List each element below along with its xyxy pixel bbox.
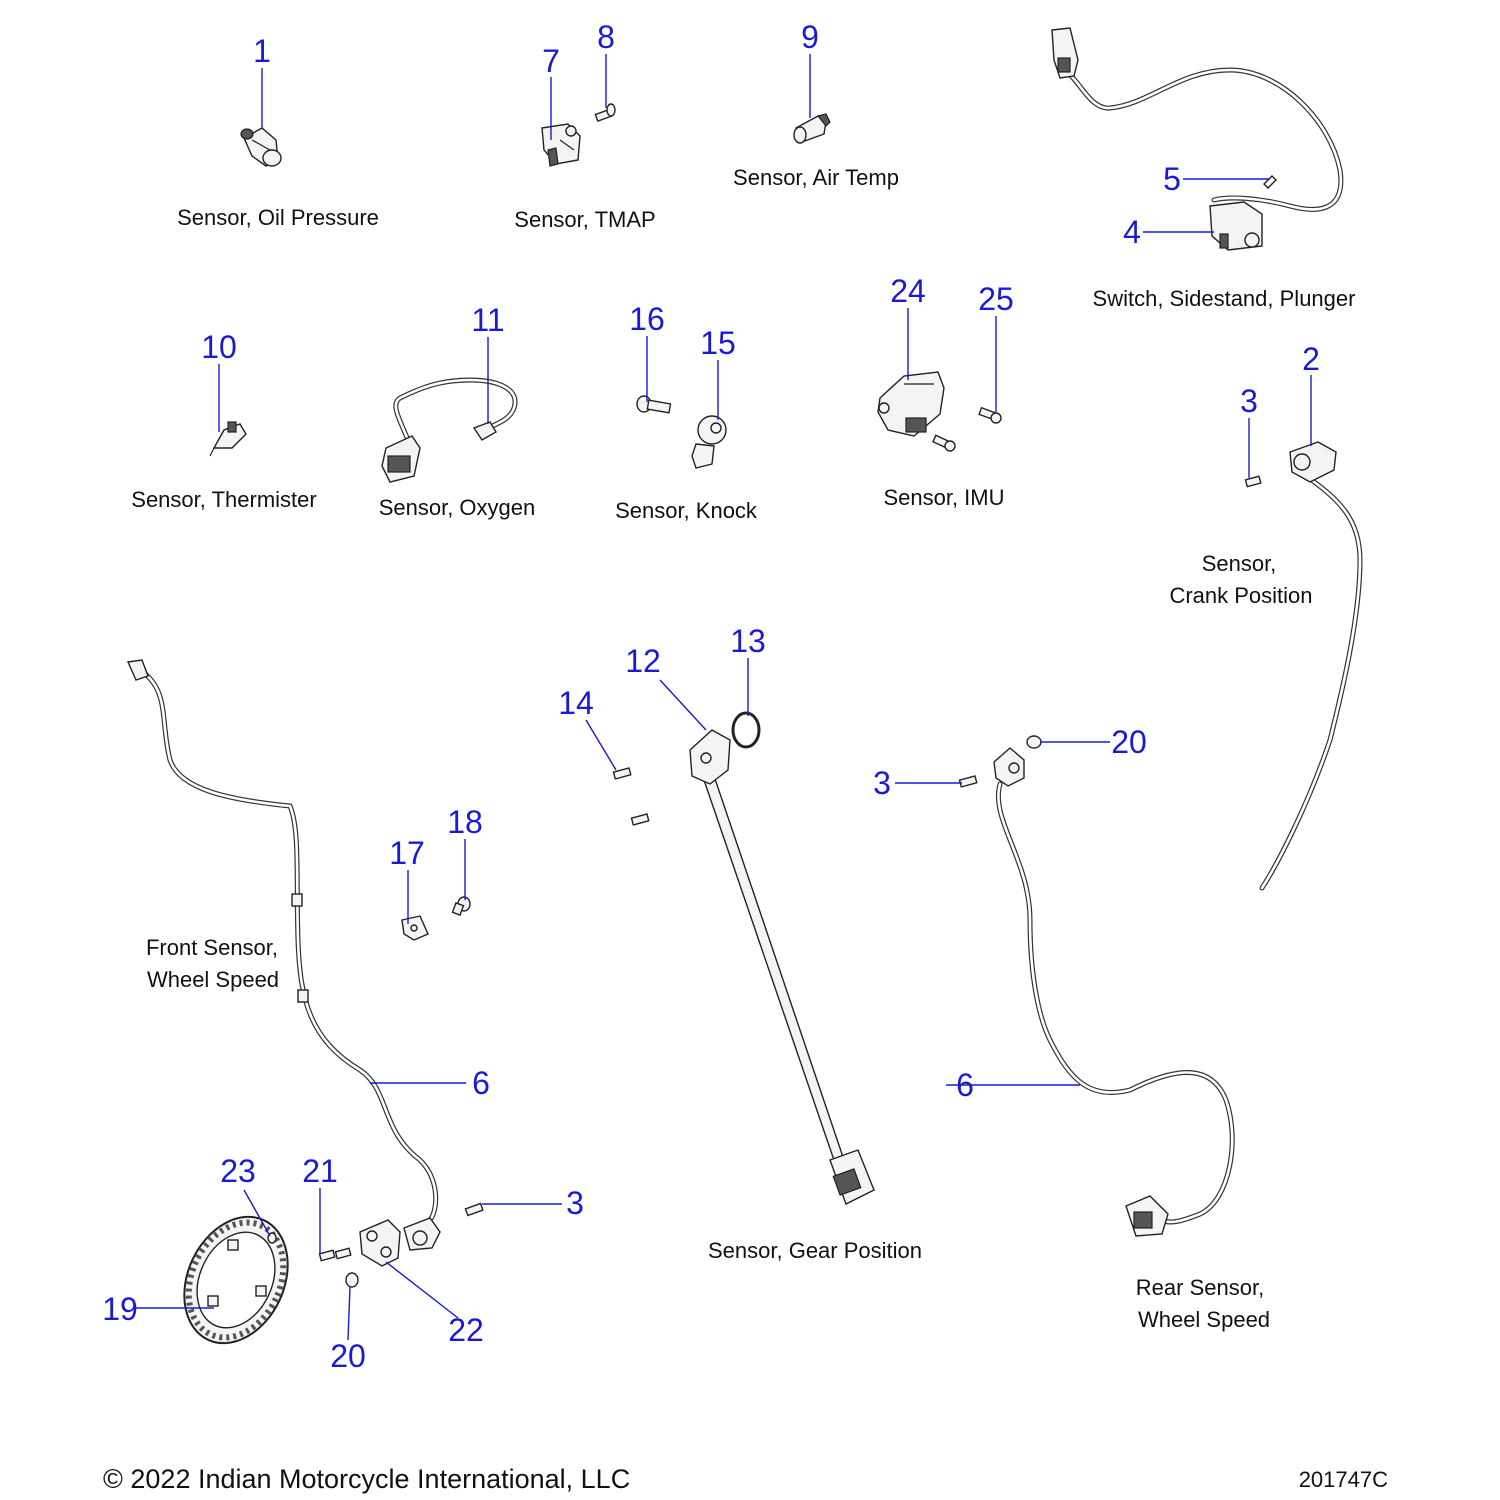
part-captions: Sensor, Oil Pressure Sensor, TMAP Sensor… [131,165,1355,1332]
front-sensor-bracket-part [359,1219,401,1267]
callout-13: 13 [730,623,766,659]
callout-24: 24 [890,273,926,309]
clip-bolt-part [451,896,471,916]
callout-6-front: 6 [472,1065,490,1101]
callout-14: 14 [558,685,594,721]
callout-18: 18 [447,804,483,840]
caption-sidestand: Switch, Sidestand, Plunger [1093,286,1356,311]
air-temp-sensor-part [793,113,831,144]
callout-2: 2 [1302,341,1320,377]
tone-ring-part [183,1215,289,1345]
sidestand-switch-part [1051,27,1344,251]
callout-12: 12 [625,643,661,679]
thermister-part [209,421,247,457]
caption-gear-position: Sensor, Gear Position [708,1238,922,1263]
callout-4: 4 [1123,214,1141,250]
caption-rear-line2: Wheel Speed [1138,1307,1270,1332]
callout-numbers: 1 7 8 9 5 4 10 11 16 15 24 25 3 2 13 12 … [102,19,1320,1374]
callout-15: 15 [700,325,736,361]
caption-oxygen: Sensor, Oxygen [379,495,536,520]
copyright-notice: © 2022 Indian Motorcycle International, … [103,1464,630,1494]
imu-sensor-part [877,371,945,437]
callout-25: 25 [978,281,1014,317]
callout-8: 8 [597,19,615,55]
leader-lines [136,54,1312,1341]
caption-front-line2: Wheel Speed [147,967,279,992]
caption-crank-line2: Crank Position [1169,583,1312,608]
oil-pressure-sensor-part [240,127,282,167]
crank-position-sensor-part [1244,441,1363,891]
clip-part [401,915,429,941]
callout-21: 21 [302,1153,338,1189]
tmap-sensor-part [541,123,581,167]
caption-knock: Sensor, Knock [615,498,758,523]
imu-bolt-part [932,406,1002,452]
callout-11: 11 [471,302,504,338]
callout-22: 22 [448,1312,484,1348]
gear-position-sensor-part [612,711,875,1205]
callout-19: 19 [102,1291,138,1327]
callout-10: 10 [201,329,237,365]
callout-9: 9 [801,19,819,55]
callout-20-front: 20 [330,1338,366,1374]
caption-front-line1: Front Sensor, [146,935,278,960]
knock-bolt-part [636,395,672,414]
callout-20-rear: 20 [1111,724,1147,760]
callout-7: 7 [542,43,560,79]
knock-sensor-part [691,415,727,469]
callout-17: 17 [389,835,425,871]
callout-6-rear: 6 [956,1067,974,1103]
caption-oil-pressure: Sensor, Oil Pressure [177,205,379,230]
callout-3-front: 3 [566,1185,584,1221]
caption-thermister: Sensor, Thermister [131,487,316,512]
callout-3-crank: 3 [1240,383,1258,419]
caption-rear-line1: Rear Sensor, [1136,1275,1264,1300]
oxygen-sensor-part [381,377,518,483]
caption-tmap: Sensor, TMAP [514,207,655,232]
callout-5: 5 [1163,161,1181,197]
front-bolts-part [267,1202,484,1288]
caption-imu: Sensor, IMU [883,485,1004,510]
document-id: 201747C [1299,1467,1388,1492]
tmap-bolt-part [594,103,616,123]
front-wheel-speed-cable-part [126,659,441,1251]
callout-1: 1 [253,33,271,69]
callout-23: 23 [220,1153,256,1189]
caption-crank-line1: Sensor, [1202,551,1277,576]
callout-3-rear: 3 [873,765,891,801]
caption-air-temp: Sensor, Air Temp [733,165,899,190]
rear-wheel-speed-sensor-part [958,735,1235,1237]
callout-16: 16 [629,301,665,337]
